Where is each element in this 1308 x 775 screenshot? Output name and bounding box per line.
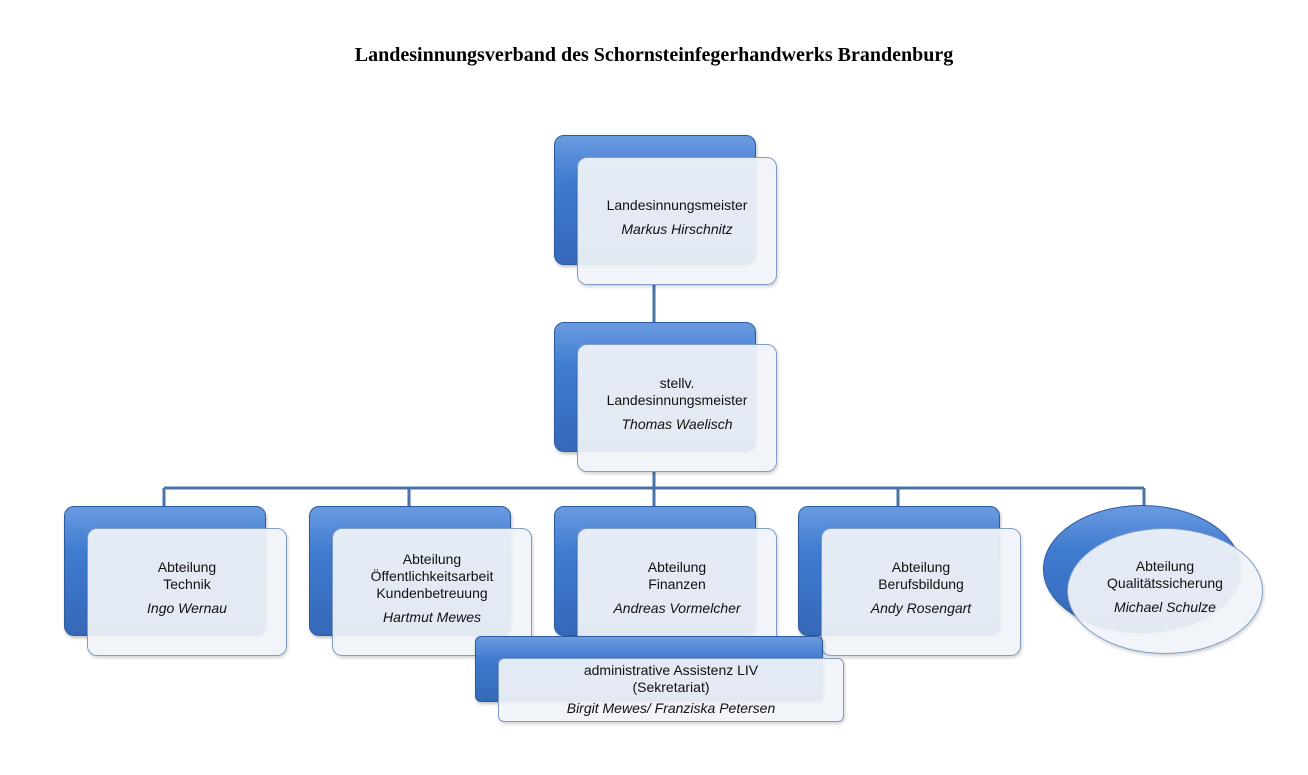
node-role: Landesinnungsmeister (606, 196, 748, 213)
node-role: Finanzen (648, 576, 706, 592)
node-role: administrative Assistenz LIV (583, 661, 759, 678)
node-role: Kundenbetreuung (376, 584, 488, 601)
node-person: Andreas Vormelcher (613, 600, 741, 616)
node-role: Berufsbildung (878, 576, 964, 592)
diagram-title: Landesinnungsverband des Schornsteinfege… (354, 44, 954, 66)
node-person: Hartmut Mewes (382, 608, 482, 625)
node-person: Birgit Mewes/ Franziska Petersen (566, 699, 776, 716)
node-role: Abteilung (157, 559, 217, 575)
node-role: Abteilung (1135, 558, 1195, 574)
node-role: (Sekretariat) (632, 678, 710, 695)
node-role: Öffentlichkeitsarbeit (370, 567, 494, 584)
node-person: Andy Rosengart (870, 600, 972, 616)
node-role: Technik (163, 576, 211, 592)
node-person: Michael Schulze (1114, 599, 1216, 615)
node-role: stellv. (659, 375, 695, 391)
node-role: Landesinnungsmeister (606, 392, 748, 408)
node-person: Ingo Wernau (147, 600, 227, 616)
node-person: Thomas Waelisch (621, 416, 733, 432)
node-role: Abteilung (402, 550, 462, 567)
node-person: Markus Hirschnitz (621, 220, 733, 237)
node-role: Abteilung (647, 559, 707, 575)
node-role: Qualitätssicherung (1107, 575, 1223, 591)
node-role: Abteilung (891, 559, 951, 575)
